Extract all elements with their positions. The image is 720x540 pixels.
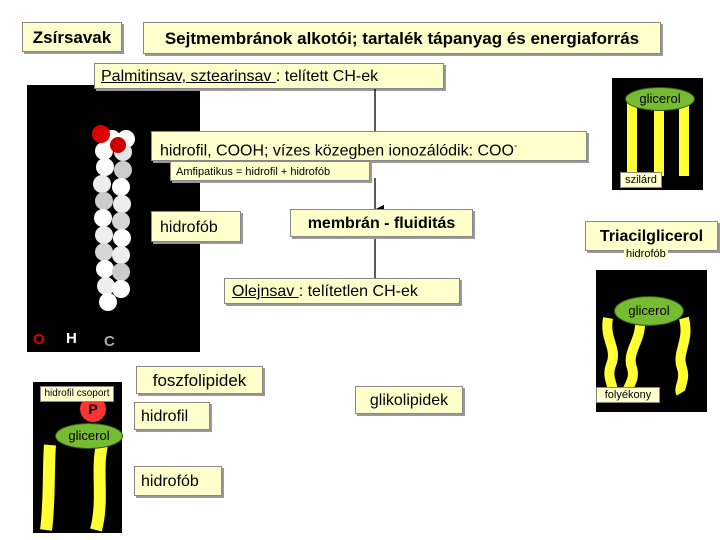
hydrophobic-box: hidrofób (151, 211, 241, 242)
saturated-box: Palmitinsav, sztearinsav : telített CH-e… (94, 63, 444, 89)
liquid-glycerol-label: glicerol (628, 303, 670, 318)
triacylglycerol-label: Triacilglicerol (599, 228, 704, 245)
phospholipid-hydrophilic: hidrofil (141, 408, 189, 425)
hydrophilic-box: hidrofil, COOH; vízes közegben ionozálód… (151, 131, 587, 161)
head-group-box: hidrofil csoport (40, 386, 114, 402)
phospholipid-glycerol: glicerol (55, 423, 123, 449)
membrane-fluidity-box: membrán - fluiditás (290, 209, 473, 237)
amphipathic-text: Amfipatikus = hidrofil + hidrofób (176, 166, 331, 178)
subtitle-box: Sejtmembránok alkotói; tartalék tápanyag… (143, 22, 661, 54)
hydrophilic-sup: - (513, 141, 518, 152)
solid-state: szilárd (625, 174, 657, 186)
glycolipids-box: glikolipidek (355, 386, 463, 414)
solid-state-box: szilárd (620, 172, 662, 188)
liquid-state: folyékony (604, 389, 652, 401)
phospholipids-label: foszfolipidek (152, 371, 247, 390)
atom-h-label: H (66, 330, 77, 347)
unsaturated-rest: : telítetlen CH-ek (298, 283, 418, 300)
phosphate-label: P (88, 401, 98, 417)
liquid-state-box: folyékony (596, 387, 660, 403)
title-box: Zsírsavak (22, 22, 122, 52)
atom-o-label: O (33, 331, 45, 348)
hydrophobic-label: hidrofób (160, 219, 218, 236)
membrane-fluidity: membrán - fluiditás (307, 215, 456, 232)
saturated-name: Palmitinsav, sztearinsav (101, 68, 276, 85)
triacylglycerol-box: Triacilglicerol (585, 221, 718, 251)
solid-glycerol-label: glicerol (639, 91, 681, 106)
phospholipids-box: foszfolipidek (136, 366, 263, 394)
unsaturated-box: Olejnsav : telítetlen CH-ek (224, 278, 460, 304)
subtitle: Sejtmembránok alkotói; tartalék tápanyag… (164, 29, 640, 48)
glycolipids-label: glikolipidek (369, 392, 449, 409)
phospholipid-hydrophilic-box: hidrofil (134, 402, 210, 430)
title: Zsírsavak (32, 28, 112, 47)
atom-c-label: C (104, 333, 115, 350)
saturated-rest: : telített CH-ek (275, 68, 379, 85)
solid-glycerol: glicerol (625, 87, 695, 111)
phospholipid-hydrophobic: hidrofób (141, 473, 199, 490)
head-group: hidrofil csoport (44, 388, 110, 399)
liquid-glycerol: glicerol (614, 296, 684, 326)
hydrophilic-text: hidrofil, COOH; vízes közegben ionozálód… (160, 142, 514, 160)
amphipathic-box: Amfipatikus = hidrofil + hidrofób (170, 161, 370, 181)
phospholipid-hydrophobic-box: hidrofób (134, 466, 222, 496)
phospholipid-glycerol-label: glicerol (68, 428, 110, 443)
triacylglycerol-hydrophobic: hidrofób (624, 248, 668, 260)
phospholipid-panel (33, 382, 122, 533)
unsaturated-name: Olejnsav (232, 283, 299, 300)
